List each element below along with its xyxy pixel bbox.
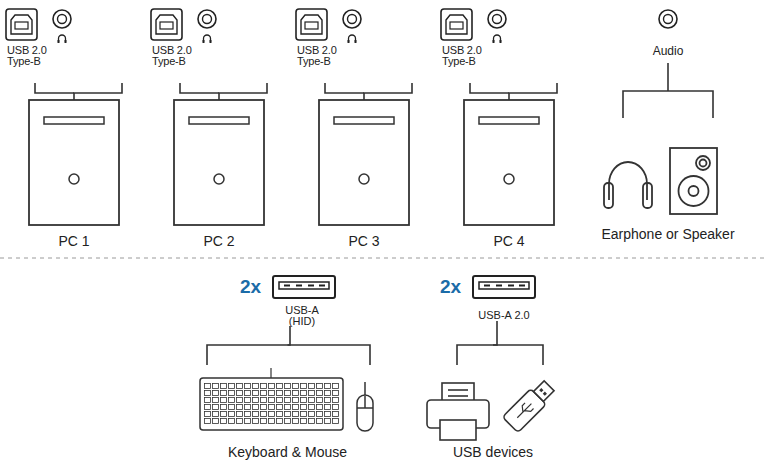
- divider: [0, 258, 765, 259]
- pc-with-ports: [151, 9, 264, 225]
- device-group: USB devices: [418, 345, 568, 461]
- pc-tower: PC 2: [174, 100, 264, 250]
- node-label: PC 3: [319, 233, 409, 250]
- connector-line: [667, 63, 669, 91]
- pc-tower: PC 1: [29, 100, 119, 250]
- pc-with-ports: [296, 9, 409, 225]
- node-label: USB devices: [418, 444, 568, 461]
- node-label: USB 2.0 Type-B: [5, 45, 53, 67]
- headphones-icon: [604, 162, 652, 208]
- usb-port-group: 2xUSB-A 2.0: [440, 276, 540, 321]
- device-group: Keyboard & Mouse: [195, 345, 380, 461]
- node-label: USB-A (HID): [280, 305, 324, 327]
- node-label: Earphone or Speaker: [583, 226, 753, 243]
- pc-tower: PC 4: [464, 100, 554, 250]
- port-label: USB 2.0 Type-B: [5, 8, 122, 83]
- pc-with-ports: [6, 9, 119, 225]
- port-label: Audio: [628, 8, 708, 63]
- port-label: USB 2.0 Type-B: [150, 8, 267, 83]
- usb-port-group: 2xUSB-A (HID): [240, 276, 340, 326]
- node-label: PC 1: [29, 233, 119, 250]
- node-label: Audio: [628, 44, 708, 58]
- bracket: [623, 91, 713, 118]
- usb-a-port-icon: [473, 276, 535, 298]
- printer-icon: [427, 383, 489, 440]
- node-label: PC 4: [464, 233, 554, 250]
- node-label: USB-A 2.0: [469, 309, 539, 321]
- speaker-icon: [670, 148, 717, 214]
- usb-stick-icon: [502, 378, 556, 432]
- connector-line: [74, 83, 122, 100]
- mouse-icon: [357, 382, 373, 431]
- connector-line: [493, 321, 497, 345]
- bracket: [457, 345, 543, 365]
- port-label: USB 2.0 Type-B: [295, 8, 412, 83]
- connector-line: [364, 83, 412, 100]
- quantity-label: 2x: [440, 276, 470, 298]
- connector-line: [219, 83, 267, 100]
- quantity-label: 2x: [240, 276, 270, 298]
- node-label: Keyboard & Mouse: [195, 444, 380, 461]
- pc-with-ports: [441, 9, 554, 225]
- node-label: PC 2: [174, 233, 264, 250]
- pc-tower: PC 3: [319, 100, 409, 250]
- keyboard-icon: [200, 368, 343, 430]
- usb-a-port-icon: [273, 276, 335, 298]
- node-label: USB 2.0 Type-B: [440, 45, 488, 67]
- bracket: [207, 345, 370, 365]
- node-label: USB 2.0 Type-B: [150, 45, 198, 67]
- audio-jack: [659, 10, 677, 28]
- device-group: Earphone or Speaker: [583, 91, 753, 243]
- node-label: USB 2.0 Type-B: [295, 45, 343, 67]
- connector-line: [509, 83, 557, 100]
- port-label: USB 2.0 Type-B: [440, 8, 557, 83]
- connector-line: [288, 326, 291, 345]
